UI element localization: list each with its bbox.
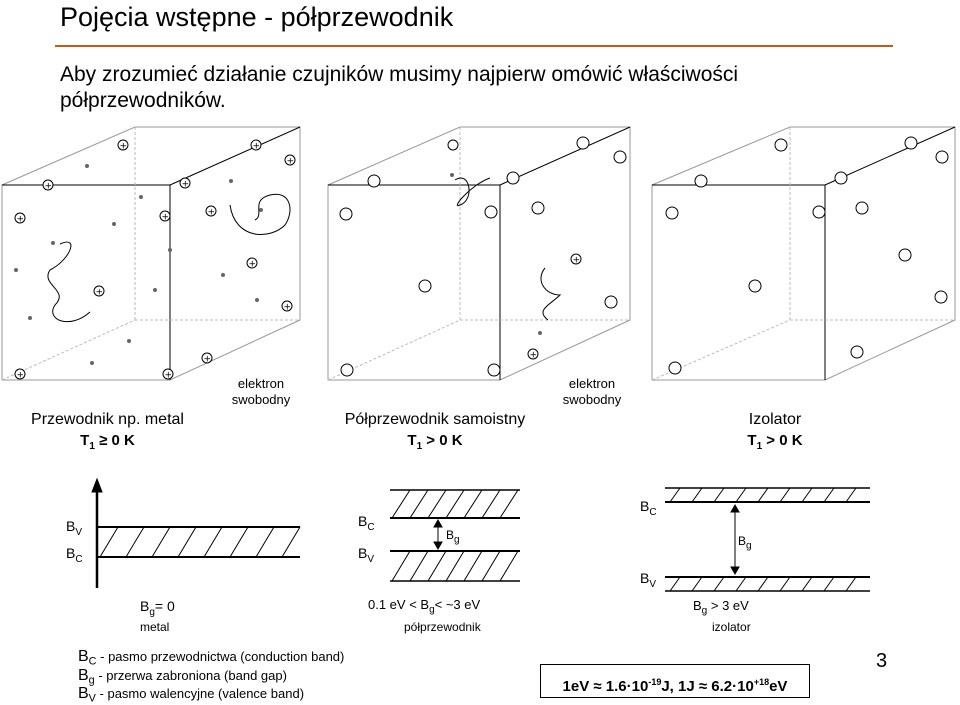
legend-bv: BV - pasmo walencyjne (valence band): [78, 685, 305, 705]
svg-text:+: +: [253, 142, 261, 152]
metal-gap-label: Bg= 0: [140, 598, 175, 618]
ion: +: [527, 348, 539, 361]
insulator-temperature: T1 > 0 K: [747, 432, 803, 452]
semiconductor-band-diagram: [390, 489, 520, 582]
intro-text: Aby zrozumieć działanie czujników musimy…: [60, 63, 739, 112]
insulator-caption: Izolator: [748, 411, 802, 428]
svg-text:+: +: [17, 371, 25, 381]
ion: +: [159, 210, 171, 223]
metal-bv-label: BV: [66, 518, 83, 538]
semi-name: półprzewodnik: [404, 620, 481, 634]
ins-bc-label: BC: [640, 498, 657, 518]
semi-bv-label: BV: [358, 545, 375, 565]
svg-text:+: +: [204, 355, 212, 365]
semiconductor-ions: + +: [527, 253, 582, 361]
semiconductor-electrons: [450, 173, 542, 335]
ion: +: [14, 368, 26, 381]
conductor-cube: [1, 126, 301, 381]
free-electron-label-2: elektron swobodny: [562, 376, 622, 407]
electron-path: [47, 241, 91, 323]
ins-bg-label: Bg: [738, 534, 752, 552]
svg-text:+: +: [287, 157, 295, 167]
electron-path: [229, 193, 291, 236]
unit-conversion-box: 1eV ≈ 1.6·10-19J, 1J ≈ 6.2·10+18eV: [540, 664, 810, 698]
insulator-band-diagram: [665, 487, 870, 592]
metal-bc-label: BC: [66, 545, 83, 565]
conductor-caption: Przewodnik np. metal: [31, 411, 184, 428]
ion: +: [284, 154, 296, 167]
svg-text:+: +: [284, 303, 292, 313]
metal-name: metal: [140, 620, 170, 634]
ion: +: [250, 139, 262, 152]
legend-bg: Bg - przerwa zabroniona (band gap): [78, 667, 287, 687]
free-electron-label-1: elektron swobodny: [231, 376, 291, 407]
svg-text:+: +: [96, 288, 104, 298]
semiconductor-atoms: [339, 136, 627, 377]
ion: +: [246, 257, 258, 270]
page-number: 3: [876, 650, 888, 672]
svg-text:+: +: [573, 256, 581, 266]
conductor-ions: + + + + + + + + + + + + + +: [14, 139, 296, 381]
ion: +: [14, 212, 26, 225]
semiconductor-caption: Półprzewodnik samoistny: [344, 411, 526, 428]
svg-text:+: +: [17, 215, 25, 225]
semi-bc-label: BC: [358, 513, 375, 533]
semi-gap-label: 0.1 eV < Bg< ~3 eV: [368, 597, 481, 616]
ion: +: [42, 179, 54, 192]
conductor-temperature: T1 ≥ 0 K: [80, 432, 135, 452]
electron-path: [540, 267, 562, 321]
insulator-atoms: [665, 136, 949, 375]
semi-bg-label: Bg: [446, 528, 460, 546]
svg-text:+: +: [45, 182, 53, 192]
ion: +: [162, 368, 174, 381]
svg-text:+: +: [249, 260, 257, 270]
title-underline: [55, 45, 893, 47]
semiconductor-cube: [327, 126, 631, 381]
legend-bc: BC - pasmo przewodnictwa (conduction ban…: [78, 648, 345, 668]
ins-bv-label: BV: [640, 570, 657, 590]
ion: +: [570, 253, 582, 266]
semiconductor-temperature: T1 > 0 K: [407, 432, 463, 452]
conductor-electrons: [14, 164, 263, 365]
svg-text:+: +: [208, 208, 216, 218]
metal-band-diagram: [91, 477, 301, 588]
ins-name: izolator: [712, 620, 751, 634]
ion: +: [205, 205, 217, 218]
svg-text:+: +: [120, 142, 128, 152]
ion: +: [281, 300, 293, 313]
ion: +: [179, 177, 191, 190]
svg-text:+: +: [182, 180, 190, 190]
ion: +: [117, 139, 129, 152]
slide-title: Pojęcia wstępne - półprzewodnik: [60, 2, 454, 32]
svg-text:+: +: [530, 351, 538, 361]
ins-gap-label: Bg > 3 eV: [693, 598, 749, 617]
electron-path: [454, 177, 491, 207]
svg-text:+: +: [165, 371, 173, 381]
ion: +: [93, 285, 105, 298]
ion: +: [201, 352, 213, 365]
svg-text:+: +: [162, 213, 170, 223]
